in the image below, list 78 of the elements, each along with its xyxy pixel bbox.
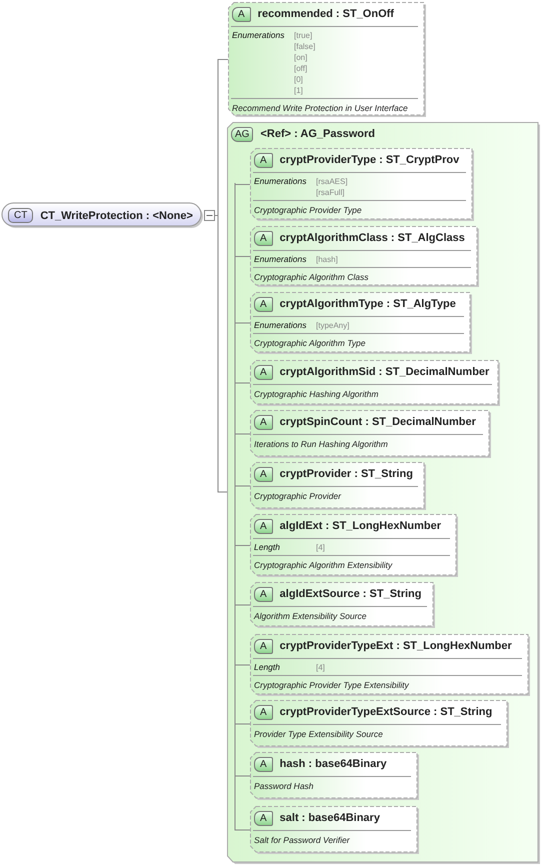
facet-value: [on]	[294, 52, 308, 63]
type-badge: A	[254, 638, 273, 654]
attribute-box	[250, 634, 530, 696]
attribute-name: algIdExt : ST_LongHexNumber	[280, 520, 442, 532]
facet-label: Length	[254, 662, 281, 673]
connector-line	[214, 215, 228, 492]
attribute-box	[250, 226, 479, 287]
type-badge: A	[254, 414, 273, 430]
facet-value: [0]	[294, 74, 304, 85]
facet-label: Enumerations	[254, 176, 308, 188]
documentation-text: Recommend Write Protection in User Interface	[231, 102, 409, 113]
documentation-text: Cryptographic Hashing Algorithm	[253, 388, 380, 399]
facet-label: Enumerations	[232, 30, 286, 42]
attribute-box	[250, 514, 458, 577]
documentation-text: Cryptographic Algorithm Type	[253, 337, 366, 348]
documentation-text: Cryptographic Provider Type	[253, 204, 363, 215]
attribute-name: cryptProviderType : ST_CryptProv	[280, 154, 460, 166]
attribute-box	[228, 2, 426, 117]
attribute-box	[250, 752, 419, 800]
attribute-group-box	[227, 122, 540, 864]
attribute-name: cryptAlgorithmClass : ST_AlgClass	[280, 232, 465, 244]
attribute-name: recommended : ST_OnOff	[258, 8, 394, 20]
facet-value: [true]	[294, 30, 314, 41]
attribute-box	[250, 700, 509, 748]
attribute-box	[250, 148, 474, 221]
attribute-name: cryptSpinCount : ST_DecimalNumber	[280, 416, 476, 428]
attribute-box	[250, 292, 472, 354]
documentation-text: Cryptographic Algorithm Extensibility	[253, 559, 394, 570]
complex-type-box	[2, 203, 215, 228]
attribute-box	[250, 806, 419, 854]
attribute-name: hash : base64Binary	[280, 758, 387, 770]
documentation-text: Cryptographic Provider	[253, 490, 342, 501]
type-badge: A	[254, 810, 273, 826]
group-reference: <Ref> : AG_Password	[260, 128, 375, 140]
documentation-text: Iterations to Run Hashing Algorithm	[253, 438, 389, 449]
documentation-text: Provider Type Extensibility Source	[253, 728, 384, 739]
connector-line	[214, 59, 228, 216]
connector-line	[234, 182, 250, 185]
type-badge: A	[254, 756, 273, 772]
attribute-name: cryptAlgorithmSid : ST_DecimalNumber	[280, 366, 490, 378]
type-badge: A	[254, 296, 273, 312]
facet-value: [rsaAES]	[316, 176, 348, 187]
documentation-text: Cryptographic Provider Type Extensibility	[253, 679, 410, 690]
attribute-box	[250, 462, 426, 510]
facet-value: [off]	[294, 63, 308, 74]
documentation-text: Password Hash	[253, 780, 315, 791]
facet-label: Enumerations	[254, 254, 308, 265]
attribute-name: salt : base64Binary	[280, 812, 380, 824]
attribute-box	[250, 410, 491, 458]
facet-value: [1]	[294, 85, 304, 96]
type-badge: A	[254, 518, 273, 534]
attribute-name: cryptAlgorithmType : ST_AlgType	[280, 298, 456, 310]
attribute-name: cryptProviderTypeExtSource : ST_String	[280, 706, 492, 718]
type-badge: A	[254, 586, 273, 602]
attribute-name: algIdExtSource : ST_String	[280, 588, 422, 600]
type-badge: A	[232, 6, 251, 22]
facet-label: Enumerations	[254, 320, 308, 331]
documentation-text: Salt for Password Verifier	[253, 834, 351, 845]
type-badge: A	[254, 704, 273, 720]
type-badge: A	[254, 364, 273, 380]
attribute-box	[250, 582, 435, 628]
attribute-name: cryptProvider : ST_String	[280, 468, 413, 480]
documentation-text: Cryptographic Algorithm Class	[253, 271, 370, 282]
facet-value: [4]	[316, 662, 325, 673]
type-badge: A	[254, 466, 273, 482]
facet-label: Length	[254, 542, 281, 553]
type-badge: A	[254, 152, 273, 168]
facet-value: [4]	[316, 542, 325, 553]
facet-value: [hash]	[316, 254, 338, 265]
type-name: CT_WriteProtection : <None>	[40, 210, 193, 222]
type-badge: A	[254, 230, 273, 246]
facet-value: [rsaFull]	[316, 187, 346, 198]
attribute-name: cryptProviderTypeExt : ST_LongHexNumber	[280, 640, 512, 652]
documentation-text: Algorithm Extensibility Source	[252, 610, 368, 621]
type-badge: CT	[8, 208, 34, 223]
facet-value: [false]	[294, 41, 316, 52]
attribute-box	[250, 360, 500, 406]
facet-value: [typeAny]	[316, 320, 350, 331]
